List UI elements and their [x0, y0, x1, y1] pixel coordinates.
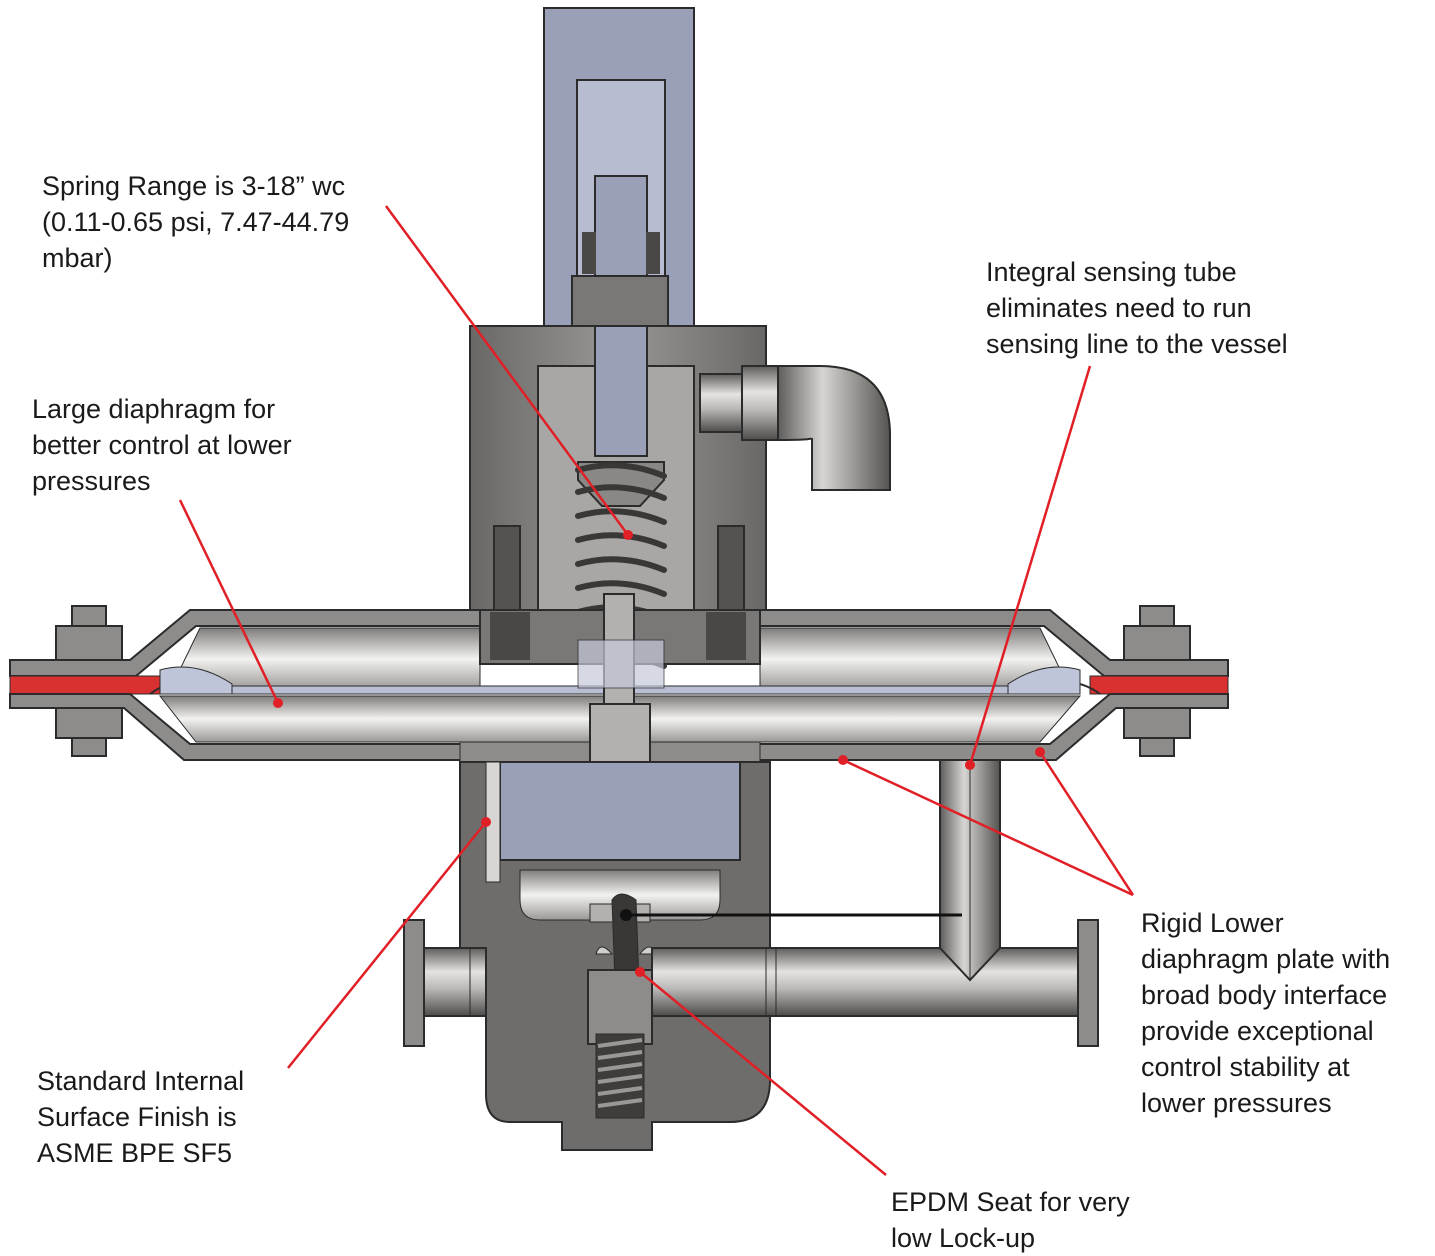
leader-large-diaphragm [178, 499, 280, 704]
leader-epdm-seat [639, 971, 887, 1176]
callout-large-diaphragm: Large diaphragm for better control at lo… [32, 394, 292, 496]
leader-rigid-plate-b-dot [1035, 747, 1045, 757]
sensing-elbow [699, 365, 891, 491]
leader-sensing-tube-dot [965, 760, 975, 770]
callout-epdm-seat: EPDM Seat for very low Lock-up [891, 1187, 1130, 1253]
leader-rigid-plate-a [842, 758, 1134, 897]
internal-pointer-dot [620, 909, 632, 921]
seat-plug [587, 893, 657, 1119]
leader-sensing-tube [968, 365, 1092, 766]
callout-surface-finish: Standard Internal Surface Finish is ASME… [37, 1066, 245, 1168]
callout-spring-range: Spring Range is 3-18” wc (0.11-0.65 psi,… [42, 171, 350, 273]
callout-sensing-tube: Integral sensing tube eliminates need to… [986, 257, 1288, 359]
leader-rigid-plate-a-dot [838, 755, 848, 765]
flow-pipe [403, 919, 1099, 1047]
leader-rigid-plate-b [1038, 751, 1135, 896]
leader-epdm-seat-dot [635, 967, 645, 977]
leader-spring-range-dot [623, 530, 633, 540]
callout-rigid-plate: Rigid Lower diaphragm plate with broad b… [1141, 908, 1391, 1118]
flange-bolts [55, 605, 1191, 757]
diaphragm-gaskets [9, 675, 1229, 695]
spring-housing [469, 275, 767, 617]
integral-sensing-tube [939, 759, 1001, 982]
adjusting-cap [543, 7, 695, 373]
leader-spring-range [384, 205, 630, 536]
leader-surface-finish [287, 821, 487, 1069]
leader-surface-finish-dot [481, 817, 491, 827]
leader-large-diaphragm-dot [273, 698, 283, 708]
leader-lines [178, 205, 1135, 1176]
